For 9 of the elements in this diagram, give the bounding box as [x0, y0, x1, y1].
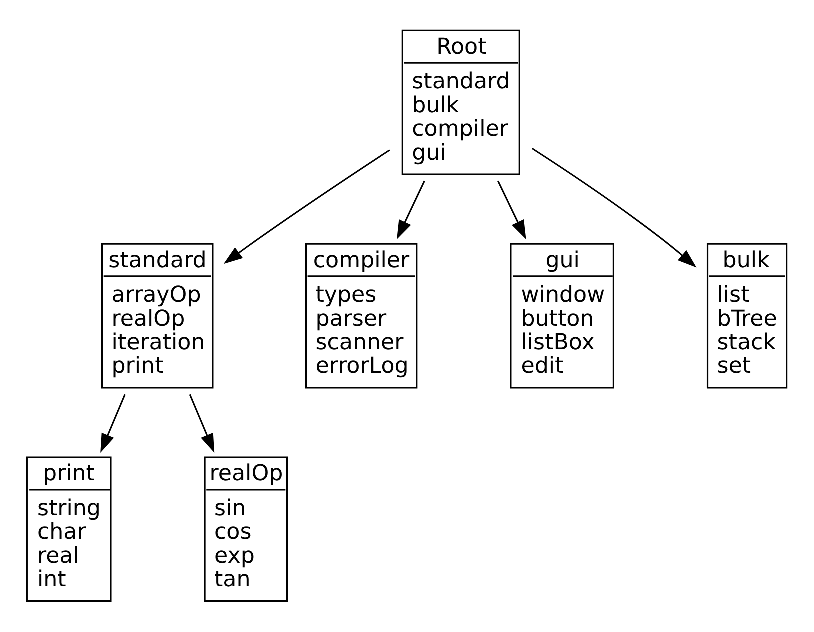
arrow: [397, 180, 426, 240]
arrow: [532, 148, 697, 268]
arrow: [100, 394, 126, 453]
arrow: [224, 150, 390, 264]
arrow: [498, 180, 526, 240]
arrow: [189, 394, 215, 453]
node-box: compiler types parser scanner errorLog: [305, 243, 418, 389]
node-box: realOp sin cos exp tan: [204, 456, 288, 602]
node-box: bulk list bTree stack set: [706, 243, 788, 389]
